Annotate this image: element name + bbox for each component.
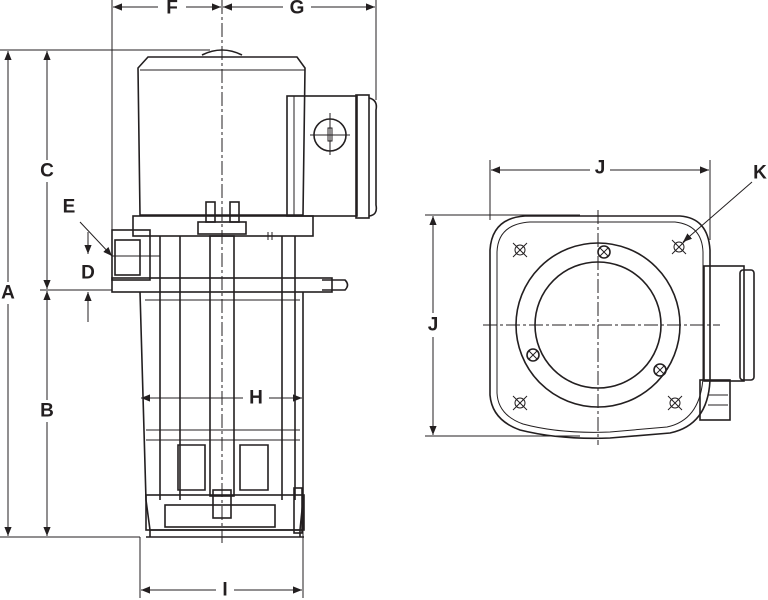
screw-icon: [526, 245, 667, 377]
label-j-width: J: [595, 158, 606, 179]
label-b: B: [40, 401, 54, 422]
side-view: F G A C B E D H I: [0, 0, 378, 600]
mount-flange: [132, 201, 314, 240]
pump-body-square: [489, 215, 711, 440]
label-d: D: [81, 263, 95, 284]
leader-k: [682, 181, 753, 243]
label-g: G: [290, 0, 305, 19]
label-k: K: [753, 163, 767, 184]
outlet-port: [111, 229, 160, 281]
label-e: E: [63, 197, 76, 218]
dim-line-e: [79, 221, 113, 257]
junction-box-top: [699, 265, 755, 421]
label-j-height: J: [428, 315, 439, 336]
label-a: A: [1, 283, 15, 304]
label-i: I: [222, 580, 227, 600]
label-h: H: [249, 388, 263, 409]
pump-cage: [139, 235, 305, 538]
label-f: F: [166, 0, 178, 19]
top-view: J J K: [424, 158, 767, 445]
mount-hole-icon: [512, 239, 687, 411]
label-c: C: [40, 161, 54, 182]
junction-box: [286, 94, 378, 219]
